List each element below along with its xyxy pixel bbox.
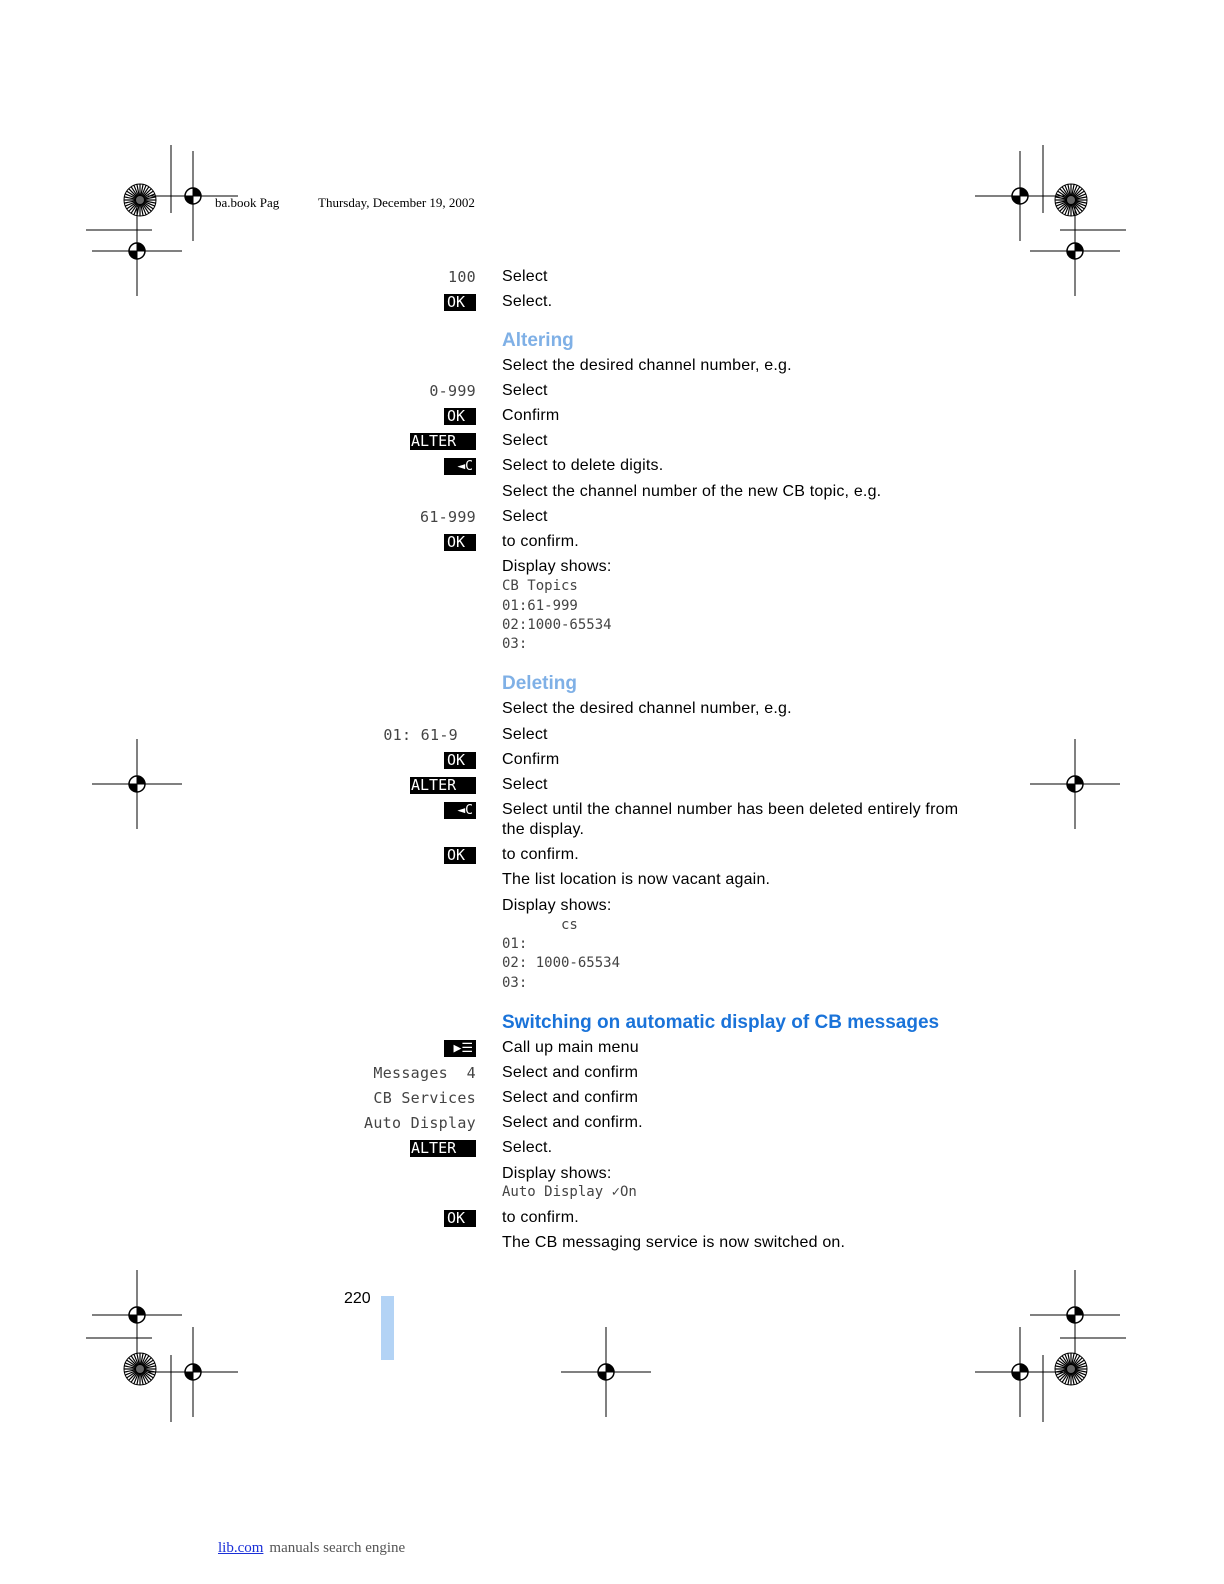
- step-text: to confirm.: [502, 846, 579, 863]
- display-line: 01:61-999: [502, 598, 578, 614]
- section-heading-altering: Altering: [502, 330, 574, 351]
- step-row: 01: 61-9 Select: [0, 724, 1224, 746]
- step-text: Select.: [502, 293, 553, 310]
- step-row: ALTER Select.: [0, 1137, 1224, 1159]
- step-row: Auto Display Select and confirm.: [0, 1112, 1224, 1134]
- step-row: OK to confirm.: [0, 844, 1224, 866]
- step-text: Select and confirm: [502, 1064, 639, 1081]
- menu-label-auto-display: Auto Display: [364, 1114, 476, 1132]
- alter-key[interactable]: ALTER: [410, 777, 476, 794]
- ok-key[interactable]: OK: [444, 408, 476, 425]
- step-row: ▶☰ Call up main menu: [0, 1037, 1224, 1059]
- display-line: CB Topics: [502, 578, 578, 594]
- step-text: Confirm: [502, 407, 560, 424]
- ok-key[interactable]: OK: [444, 1210, 476, 1227]
- step-text: Select the channel number of the new CB …: [502, 483, 882, 500]
- step-text: Select the desired channel number, e.g.: [502, 700, 792, 717]
- step-text: Select the desired channel number, e.g.: [502, 357, 792, 374]
- step-text: Select: [502, 432, 548, 449]
- backspace-key[interactable]: ◄C: [444, 458, 476, 475]
- footer-text: manuals search engine: [269, 1540, 406, 1556]
- step-row: OK to confirm.: [0, 1207, 1224, 1229]
- step-text: Select until the channel number has been…: [502, 801, 959, 838]
- step-text: Confirm: [502, 751, 560, 768]
- step-text: Select: [502, 508, 548, 525]
- display-label: 100: [448, 268, 476, 286]
- step-row: ◄C Select until the channel number has b…: [0, 799, 1224, 843]
- display-line: 02: 1000-65534: [502, 955, 621, 971]
- step-text: Select and confirm.: [502, 1114, 643, 1131]
- step-text: to confirm.: [502, 1209, 579, 1226]
- header-date: Thursday, December 19, 2002: [318, 195, 475, 210]
- page-number: 220: [344, 1290, 371, 1307]
- step-row: OK Select.: [0, 291, 1224, 313]
- backspace-key[interactable]: ◄C: [444, 802, 476, 819]
- menu-label-cb-services: CB Services: [373, 1089, 476, 1107]
- step-row: 100 Select: [0, 266, 1224, 288]
- display-line: 03:: [502, 636, 528, 652]
- step-row: OK Confirm: [0, 405, 1224, 427]
- alter-key[interactable]: ALTER: [410, 1140, 476, 1157]
- display-line: 01:: [502, 936, 528, 952]
- step-row: ALTER Select: [0, 430, 1224, 452]
- step-text: Select and confirm: [502, 1089, 639, 1106]
- step-row: Messages 4 Select and confirm: [0, 1062, 1224, 1084]
- step-text: Select: [502, 776, 548, 793]
- step-text: Select: [502, 268, 548, 285]
- ok-key[interactable]: OK: [444, 294, 476, 311]
- ok-key[interactable]: OK: [444, 847, 476, 864]
- menu-key[interactable]: ▶☰: [444, 1040, 476, 1057]
- ok-key[interactable]: OK: [444, 752, 476, 769]
- ok-key[interactable]: OK: [444, 534, 476, 551]
- footer: lib.com manuals search engine: [126, 1540, 405, 1557]
- step-row: ◄C Select to delete digits.: [0, 455, 1224, 477]
- header-file: ba.book Pag: [215, 195, 280, 210]
- step-text: Select: [502, 726, 548, 743]
- section-heading-deleting: Deleting: [502, 673, 577, 694]
- display-shows-label: Display shows:: [502, 1165, 612, 1182]
- display-line: cs: [502, 917, 578, 933]
- display-shows-label: Display shows:: [502, 558, 612, 575]
- display-line: 02:1000-65534: [502, 617, 612, 633]
- step-row: CB Services Select and confirm: [0, 1087, 1224, 1109]
- step-row: ALTER Select: [0, 774, 1224, 796]
- display-label: 01: 61-9: [383, 726, 458, 744]
- step-text: Call up main menu: [502, 1039, 639, 1056]
- section-heading-switching: Switching on automatic display of CB mes…: [502, 1012, 940, 1033]
- menu-label-messages: Messages 4: [373, 1064, 476, 1082]
- page-tab-bar: [381, 1296, 394, 1360]
- step-row: 0-999 Select: [0, 380, 1224, 402]
- step-row: 61-999 Select: [0, 506, 1224, 528]
- step-row: OK to confirm.: [0, 531, 1224, 553]
- display-shows-label: Display shows:: [502, 897, 612, 914]
- alter-key[interactable]: ALTER: [410, 433, 476, 450]
- step-text: The list location is now vacant again.: [502, 871, 771, 888]
- display-line: 03:: [502, 975, 528, 991]
- step-text: Select.: [502, 1139, 553, 1156]
- step-text: The CB messaging service is now switched…: [502, 1234, 846, 1251]
- step-text: Select: [502, 382, 548, 399]
- step-text: Select to delete digits.: [502, 457, 664, 474]
- display-label: 0-999: [429, 382, 476, 400]
- step-row: OK Confirm: [0, 749, 1224, 771]
- display-label: 61-999: [420, 508, 476, 526]
- footer-link[interactable]: lib.com: [218, 1540, 264, 1556]
- display-line: Auto Display ✓On: [502, 1184, 637, 1200]
- step-text: to confirm.: [502, 533, 579, 550]
